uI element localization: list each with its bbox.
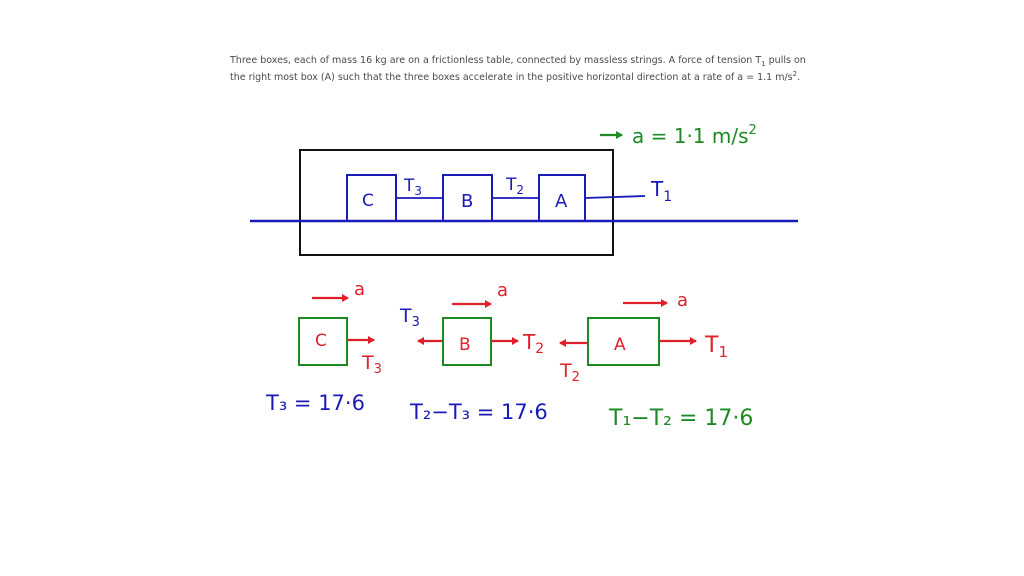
fbd-box-a-label: A <box>614 335 626 355</box>
equations: T₃ = 17·6 T₂−T₃ = 17·6 T₁−T₂ = 17·6 <box>265 391 753 431</box>
system-box-a-label: A <box>555 191 568 212</box>
problem-line-2: the right most box (A) such that the thr… <box>230 69 850 86</box>
equation-box-b: T₂−T₃ = 17·6 <box>409 400 548 424</box>
problem-line-1-end: pulls on <box>765 55 806 66</box>
fbd-b-accel-label: a <box>497 280 508 301</box>
system-boundary-box <box>299 149 614 256</box>
system-accel-label: a = 1·1 m/s2 <box>632 123 757 148</box>
fbd-a-t2-label: T2 <box>559 360 580 385</box>
fbd-c-accel-label: a <box>354 279 365 300</box>
equation-box-a: T₁−T₂ = 17·6 <box>608 406 753 431</box>
system-t1-label: T1 <box>650 177 672 205</box>
system-box-b-label: B <box>461 191 473 212</box>
system-box-c-label: C <box>362 191 374 211</box>
problem-line-1-sub: 1 <box>761 59 766 68</box>
system-t2-label: T2 <box>505 175 524 197</box>
free-body-diagrams: a C T3 a T3 B T2 a T2 A T1 <box>298 279 728 385</box>
problem-line-2-end: . <box>797 72 801 83</box>
fbd-a-t1-label: T1 <box>704 333 728 361</box>
problem-statement: Three boxes, each of mass 16 kg are on a… <box>230 52 850 86</box>
equation-box-c: T₃ = 17·6 <box>265 391 365 415</box>
fbd-b-t3-label: T3 <box>399 305 420 330</box>
problem-line-1-text: Three boxes, each of mass 16 kg are on a… <box>230 55 762 66</box>
fbd-box-a <box>587 317 660 366</box>
problem-line-2-sup: 2 <box>792 69 798 78</box>
fbd-box-c <box>298 317 348 366</box>
fbd-box-c-label: C <box>315 331 327 351</box>
fbd-b-t2-label: T2 <box>522 330 544 357</box>
problem-line-1: Three boxes, each of mass 16 kg are on a… <box>230 52 850 69</box>
system-diagram: a = 1·1 m/s2 C B A T3 T2 T1 <box>250 123 798 256</box>
system-t3-label: T3 <box>403 176 422 198</box>
string-a-pull <box>584 195 646 199</box>
fbd-c-t3-label: T3 <box>361 352 382 377</box>
problem-line-2-text: the right most box (A) such that the thr… <box>230 72 793 83</box>
fbd-a-accel-label: a <box>677 290 688 311</box>
fbd-box-b-label: B <box>459 335 471 355</box>
